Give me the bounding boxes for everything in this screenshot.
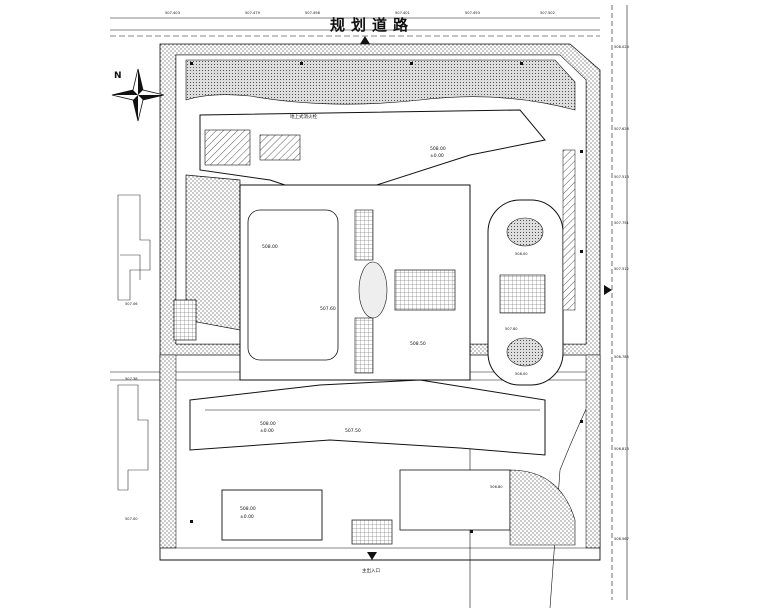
- svg-text:506.785: 506.785: [614, 355, 629, 359]
- top-elevations: 507.403 507.479 507.498 507.401 507.493 …: [165, 11, 555, 15]
- svg-text:主出入口: 主出入口: [362, 567, 380, 574]
- svg-text:507.38: 507.38: [125, 377, 138, 381]
- svg-text:506.813: 506.813: [614, 447, 629, 451]
- top-road: [110, 17, 600, 37]
- svg-text:508.00: 508.00: [240, 506, 256, 512]
- svg-text:507.502: 507.502: [540, 11, 555, 15]
- central-left-hall: [247, 209, 339, 361]
- arrow-right-icon: [604, 285, 612, 295]
- svg-text:507.751: 507.751: [614, 221, 629, 225]
- lower-building: [189, 379, 546, 456]
- svg-text:507.403: 507.403: [165, 11, 180, 15]
- right-parking-strip: [562, 149, 576, 311]
- svg-text:507.498: 507.498: [305, 11, 321, 15]
- bottom-right-block: [399, 469, 511, 531]
- svg-text:506.567: 506.567: [614, 537, 629, 541]
- lower-band-left: [159, 354, 177, 549]
- svg-text:±0.00: ±0.00: [240, 514, 254, 520]
- north-label: N: [114, 71, 122, 81]
- svg-text:507.513: 507.513: [614, 175, 629, 179]
- svg-text:507.479: 507.479: [245, 11, 261, 15]
- perimeter-markers: [190, 62, 583, 533]
- lower-band-right: [585, 354, 601, 549]
- svg-text:507.00: 507.00: [125, 517, 138, 521]
- upper-building: [199, 109, 546, 201]
- lower-block-labels: 508.00 ±0.00 507.50: [260, 421, 361, 434]
- north-arrow-icon: [111, 68, 165, 122]
- center-grid-plaza: [394, 269, 456, 311]
- center-grid-lower: [354, 317, 374, 374]
- right-axis: [611, 5, 628, 600]
- road-title: 规划道路: [330, 16, 414, 34]
- svg-text:地上式消火栓: 地上式消火栓: [290, 113, 317, 120]
- svg-text:508.00: 508.00: [430, 146, 446, 152]
- left-adjacent-buildings: [117, 194, 151, 491]
- svg-text:508.00: 508.00: [260, 421, 276, 427]
- left-labels: 507.06 507.38 507.00: [125, 302, 138, 521]
- upper-building-hatch-a: [204, 129, 251, 166]
- left-stair: [173, 299, 197, 341]
- center-labels: 508.00 507.60 508.50: [262, 244, 426, 347]
- upper-block-labels: 508.00 ±0.00 地上式消火栓: [290, 113, 446, 159]
- svg-text:508.50: 508.50: [410, 341, 426, 347]
- center-grid-upper: [354, 209, 374, 261]
- bottom-entrance-block: [351, 519, 393, 545]
- svg-text:507.512: 507.512: [614, 267, 629, 271]
- top-landscape-band: [185, 59, 576, 111]
- right-court-labels: 508.00 507.80 508.00: [505, 252, 528, 376]
- svg-text:507.60: 507.60: [320, 306, 336, 312]
- bottom-right-landscape: [509, 469, 576, 546]
- svg-text:507.401: 507.401: [395, 11, 410, 15]
- arrow-top-icon: [360, 36, 370, 44]
- bottom-labels: 主出入口 508.00 ±0.00 506.80: [240, 485, 503, 574]
- svg-text:508.00: 508.00: [515, 252, 528, 256]
- svg-text:507.493: 507.493: [465, 11, 480, 15]
- arrow-bottom-icon: [367, 552, 377, 560]
- svg-text:508.00: 508.00: [515, 372, 528, 376]
- bottom-left-block: [221, 489, 323, 541]
- svg-text:±0.00: ±0.00: [260, 428, 274, 434]
- svg-text:506.80: 506.80: [490, 485, 503, 489]
- right-court-oval-top: [506, 217, 544, 247]
- svg-text:507.06: 507.06: [125, 302, 138, 306]
- right-court-oval-bottom: [506, 337, 544, 367]
- entrance-arrows: [360, 36, 612, 560]
- upper-building-hatch-b: [259, 134, 301, 161]
- svg-text:508.024: 508.024: [614, 45, 630, 49]
- svg-text:507.50: 507.50: [345, 428, 361, 434]
- right-court-stair: [499, 274, 546, 314]
- svg-text:507.80: 507.80: [505, 327, 518, 331]
- svg-text:508.00: 508.00: [262, 244, 278, 250]
- svg-text:±0.00: ±0.00: [430, 153, 444, 159]
- right-elevations: 508.024 507.626 507.513 507.751 507.512 …: [614, 45, 630, 541]
- center-oval-a: [358, 261, 388, 319]
- svg-text:507.626: 507.626: [614, 127, 630, 131]
